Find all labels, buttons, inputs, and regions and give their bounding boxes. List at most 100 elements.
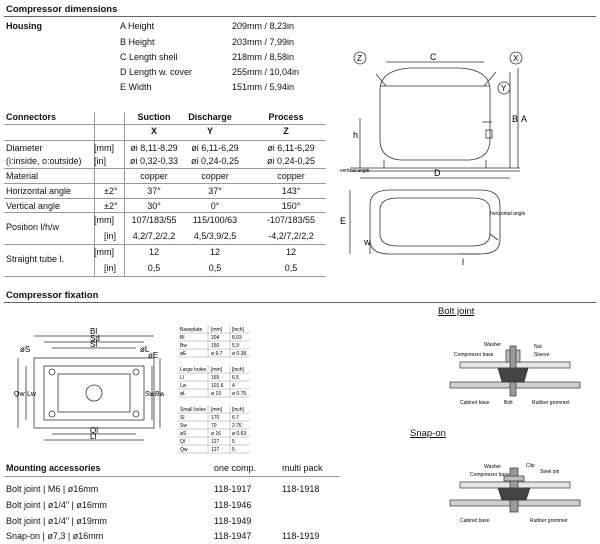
divider [4,302,596,303]
cell: øi 8,11-8,29 [130,143,178,153]
table-line [4,244,326,245]
table-line [4,168,326,169]
cell: Qw [180,447,188,453]
mounting-col-one: one comp. [214,463,257,473]
table-line [4,183,326,184]
label-d: D [434,168,441,178]
mounting-row-one: 118-1917 [214,484,252,494]
label-x: X [513,54,519,63]
section-title-dimensions: Compressor dimensions [6,4,118,15]
cell: øE [180,351,187,357]
cell: 5 [232,447,235,453]
mounting-row-label: Bolt joint | ø1/4" | ø19mm [6,516,107,526]
bolt-joint-drawing: Washer Nut Compressor base Sleeve Cabine… [449,342,581,406]
label-ol: øL [140,345,150,354]
table-vline [94,112,95,276]
label-horizontal-angle: horizontal angle [490,211,526,217]
cell: 0,5 [284,263,298,273]
label-l: l [462,257,464,267]
section-title-fixation: Compressor fixation [6,290,99,301]
label-w: w [363,237,371,247]
label-rubber-grommet: Rubber grommet [532,400,570,406]
cell: 170 [211,415,220,421]
label-compressor-base: Compressor base [454,352,494,358]
label-bolt: Bolt [504,400,513,406]
cell: 4,2/7,2/2,2 [132,231,176,241]
mounting-col-multi: multi pack [282,463,323,473]
mounting-row-multi: 118-1918 [282,484,320,494]
cell: ø 0.63 [232,431,246,437]
cell: øi 0,24-0,25 [266,156,316,166]
column-header-discharge: Discharge [188,112,232,122]
row-unit: ±2° [104,201,118,211]
cell: Bl [180,335,184,341]
housing-item-label: B Height [120,37,155,47]
column-header-process: Process [268,112,304,122]
row-unit: [mm] [94,247,114,257]
label-cabinet-base: Cabinet base [460,400,490,406]
cell: 107/183/55 [131,215,177,225]
label-z: Z [357,54,362,63]
small-holes-title: Small holes [180,407,206,413]
label-washer: Washer [484,464,501,470]
baseplate-drawing: Bl Sd Sl øS øL øE Qw Lw Sw Bw Ql Ll [14,327,164,441]
compressor-drawing: Z X Y C B A h D E w l vertical angle hor… [340,51,527,267]
table-line [4,212,326,213]
label-clip: Clip [526,463,535,469]
label-sd: Sd [90,334,100,343]
label-bl: Bl [90,327,97,336]
cell: øS [180,431,187,437]
label-nut: Nut [534,344,542,350]
row-label: Vertical angle [6,201,61,211]
cell: -4,2/7,2/2,2 [268,231,314,241]
cell: 12 [285,247,296,257]
housing-item-value: 203mm / 7,99in [232,37,295,47]
label-y: Y [501,84,507,93]
cell: 6.7 [232,415,239,421]
housing-item-value: 209mm / 8,23in [232,21,295,31]
cell: Ll [180,375,184,381]
row-unit: ±2° [104,186,118,196]
mounting-row-one: 118-1946 [214,500,252,510]
connectors-title: Connectors [6,112,57,122]
label-qw: Qw [14,391,25,398]
baseplate-title: Baseplate [180,327,202,333]
label-ll: Ll [90,432,96,441]
cell: 165 [211,375,220,381]
cell: ø 9.7 [211,351,223,357]
mounting-row-multi: 118-1919 [282,531,320,541]
housing-label: Housing [6,21,42,31]
cell: -107/183/55 [266,215,316,225]
column-letter-y: Y [206,126,213,136]
cell: 8.03 [232,335,242,341]
mounting-title: Mounting accessories [6,463,101,473]
cell: 101.6 [211,383,224,389]
label-lw: Lw [27,391,37,398]
cell: 127 [211,447,220,453]
unit-mm: [mm] [211,327,223,333]
cell: 0,5 [208,263,222,273]
row-label: Straight tube l. [6,254,65,264]
mounting-row-label: Snap-on | ø7,3 | ø16mm [6,531,104,541]
housing-item-label: D Length w. cover [120,67,193,77]
row-unit: [mm] [94,215,114,225]
label-compressor-base: Compressor base [470,472,510,478]
snap-on-title: Snap-on [410,428,446,439]
divider [4,16,596,17]
mounting-row-label: Bolt joint | ø1/4" | ø16mm [6,500,107,510]
table-line [4,124,326,125]
label-ql: Ql [90,426,98,435]
housing-item-value: 255mm / 10,04in [232,67,300,77]
cell: copper [201,171,229,181]
label-e: E [340,216,346,226]
cell: Lw [180,383,187,389]
unit-mm: [mm] [211,367,223,373]
housing-item-label: C Length shell [120,52,178,62]
cell: 4 [232,383,235,389]
row-label: Diameter [6,143,43,153]
label-cabinet-base: Cabinet base [460,518,490,524]
cell: 5.9 [232,343,239,349]
cell: øL [180,391,186,397]
label-vertical-angle: vertical angle [340,168,370,174]
x-marker-icon [509,51,523,65]
